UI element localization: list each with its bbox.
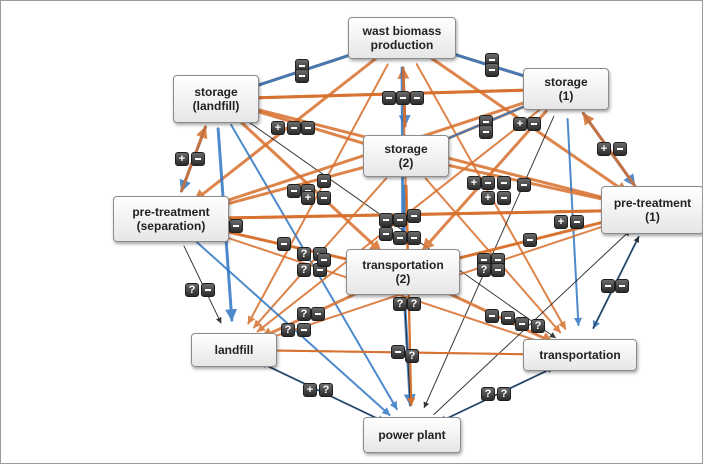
minus-badge[interactable] [523, 233, 537, 247]
minus-badge[interactable] [481, 176, 495, 190]
plus-badge[interactable]: + [554, 215, 568, 229]
minus-badge[interactable] [393, 213, 407, 227]
node-storage-2[interactable]: storage (2) [363, 135, 449, 177]
minus-badge[interactable] [517, 178, 531, 192]
node-pre-treatment-separation[interactable]: pre-treatment (separation) [113, 196, 229, 242]
minus-badge[interactable] [613, 142, 627, 156]
minus-badge[interactable] [501, 311, 515, 325]
question-badge[interactable]: ? [497, 387, 511, 401]
minus-badge[interactable] [479, 125, 493, 139]
minus-badge[interactable] [491, 263, 505, 277]
minus-badge[interactable] [317, 253, 331, 267]
plus-badge[interactable]: + [301, 191, 315, 205]
minus-badge[interactable] [570, 215, 584, 229]
minus-badge[interactable] [497, 191, 511, 205]
minus-badge[interactable] [527, 117, 541, 131]
minus-badge[interactable] [201, 283, 215, 297]
node-wast-biomass-production[interactable]: wast biomass production [348, 17, 456, 59]
minus-badge[interactable] [297, 323, 311, 337]
minus-badge[interactable] [615, 279, 629, 293]
edge-storage_landfill-transport [240, 115, 556, 339]
question-badge[interactable]: ? [185, 283, 199, 297]
plus-badge[interactable]: + [513, 117, 527, 131]
node-transportation-2[interactable]: transportation (2) [346, 249, 460, 295]
minus-badge[interactable] [379, 227, 393, 241]
node-power-plant[interactable]: power plant [363, 417, 461, 453]
minus-badge[interactable] [396, 91, 410, 105]
question-badge[interactable]: ? [297, 247, 311, 261]
node-storage-1[interactable]: storage (1) [523, 68, 609, 110]
edge-wast-pretreat1 [425, 53, 629, 195]
plus-badge[interactable]: + [303, 383, 317, 397]
minus-badge[interactable] [191, 152, 205, 166]
minus-badge[interactable] [485, 63, 499, 77]
minus-badge[interactable] [407, 209, 421, 223]
question-badge[interactable]: ? [477, 263, 491, 277]
question-badge[interactable]: ? [407, 297, 421, 311]
minus-badge[interactable] [497, 176, 511, 190]
minus-badge[interactable] [287, 184, 301, 198]
minus-badge[interactable] [317, 174, 331, 188]
minus-badge[interactable] [287, 121, 301, 135]
minus-badge[interactable] [317, 191, 331, 205]
minus-badge[interactable] [410, 91, 424, 105]
minus-badge[interactable] [229, 219, 243, 233]
question-badge[interactable]: ? [319, 383, 333, 397]
node-landfill[interactable]: landfill [191, 333, 277, 367]
question-badge[interactable]: ? [393, 297, 407, 311]
minus-badge[interactable] [515, 317, 529, 331]
minus-badge[interactable] [382, 91, 396, 105]
minus-badge[interactable] [407, 231, 421, 245]
question-badge[interactable]: ? [531, 319, 545, 333]
minus-badge[interactable] [601, 279, 615, 293]
node-storage-landfill[interactable]: storage (landfill) [173, 75, 259, 123]
plus-badge[interactable]: + [175, 152, 189, 166]
plus-badge[interactable]: + [467, 176, 481, 190]
minus-badge[interactable] [311, 307, 325, 321]
plus-badge[interactable]: + [271, 121, 285, 135]
question-badge[interactable]: ? [405, 349, 419, 363]
minus-badge[interactable] [391, 345, 405, 359]
minus-badge[interactable] [393, 231, 407, 245]
minus-badge[interactable] [277, 237, 291, 251]
edge-power-transport [438, 367, 554, 423]
question-badge[interactable]: ? [297, 307, 311, 321]
question-badge[interactable]: ? [281, 323, 295, 337]
minus-badge[interactable] [295, 69, 309, 83]
minus-badge[interactable] [301, 121, 315, 135]
question-badge[interactable]: ? [297, 263, 311, 277]
question-badge[interactable]: ? [481, 387, 495, 401]
edge-wast-pretreat_sep [193, 55, 380, 202]
plus-badge[interactable]: + [597, 142, 611, 156]
minus-badge[interactable] [485, 309, 499, 323]
plus-badge[interactable]: + [481, 191, 495, 205]
node-pre-treatment-1[interactable]: pre-treatment (1) [601, 186, 702, 234]
node-transportation[interactable]: transportation [523, 339, 637, 371]
minus-badge[interactable] [379, 213, 393, 227]
